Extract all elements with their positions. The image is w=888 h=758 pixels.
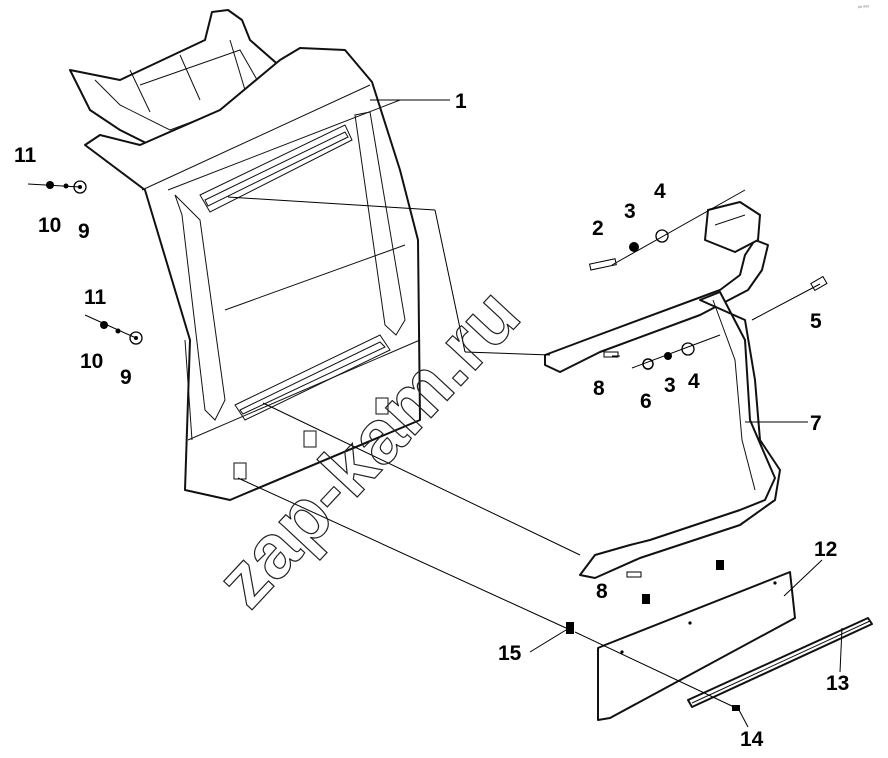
callout-8: 8 <box>593 377 605 400</box>
callout-2: 2 <box>592 217 604 240</box>
mudflap-part-12 <box>597 571 796 721</box>
callout-12: 12 <box>814 538 837 561</box>
callout-11b: 11 <box>84 286 107 309</box>
callout-14: 14 <box>740 728 764 751</box>
callout-9: 9 <box>78 220 90 243</box>
callout-9b: 9 <box>120 366 132 389</box>
callout-4: 4 <box>654 180 666 203</box>
callout-15: 15 <box>498 642 522 665</box>
callout-10: 10 <box>38 214 61 237</box>
callout-5: 5 <box>810 310 822 333</box>
hardware <box>46 180 828 711</box>
leader-lines <box>370 99 843 728</box>
callout-13: 13 <box>826 672 849 695</box>
callout-10b: 10 <box>80 350 103 373</box>
callout-4b: 4 <box>688 370 700 393</box>
assembly-lines <box>27 183 821 708</box>
callout-11: 11 <box>14 144 37 167</box>
fender-part-1 <box>69 9 421 501</box>
bracket-part-7 <box>544 201 781 579</box>
callout-3: 3 <box>624 200 636 223</box>
callout-7: 7 <box>810 412 822 435</box>
callout-3b: 3 <box>664 374 676 397</box>
corner-mark: ᵖʰ ⁰⁰⁰ <box>858 5 869 11</box>
callout-1: 1 <box>455 90 467 113</box>
strip-part-13 <box>687 617 873 708</box>
callouts: 1 2 3 4 5 6 3 4 7 8 8 9 10 11 9 10 11 12… <box>14 90 849 751</box>
callout-8b: 8 <box>596 580 608 603</box>
callout-6: 6 <box>640 390 652 413</box>
